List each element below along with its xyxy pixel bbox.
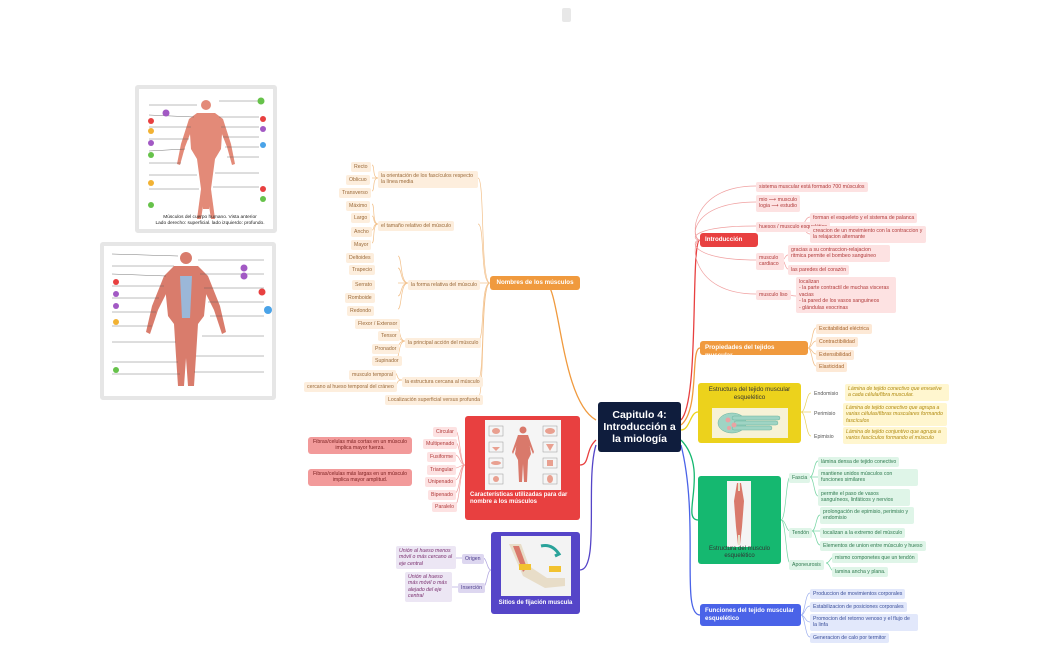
prop-extensibilidad[interactable]: Extensibilidad — [816, 350, 855, 361]
branch-forma[interactable]: la forma relativa del músculo — [408, 280, 481, 291]
fascia-1[interactable]: lámina densa de tejido conectivo — [818, 457, 900, 468]
caracteristicas-title: Características utilizadas para dar nomb… — [470, 492, 568, 506]
muscle-tendon-illustration — [727, 481, 751, 547]
muscle-back-illustration — [111, 252, 272, 386]
intro-movimiento[interactable]: creacion de un movimiento con la contrac… — [810, 226, 926, 243]
label-origen[interactable]: Origen — [462, 554, 484, 565]
leaf-largo[interactable]: Largo — [351, 213, 371, 224]
branch-localizacion[interactable]: Localización superficial versus profunda — [385, 395, 483, 406]
leaf-maximo[interactable]: Máximo — [346, 201, 371, 212]
leaf-romboide[interactable]: Romboide — [345, 293, 375, 304]
intro-esqueleto-palanca[interactable]: forman el esqueleto y el sistema de pala… — [810, 213, 918, 224]
aponeurosis-2[interactable]: lamina ancha y plana. — [832, 567, 889, 578]
branch-tamano[interactable]: el tamaño relativo del músculo — [378, 221, 455, 232]
leaf-pronador[interactable]: Pronador — [372, 344, 400, 355]
intro-musculo-cardiaco[interactable]: musculo cardiaco — [756, 253, 784, 270]
intro-musculo-liso[interactable]: musculo liso — [756, 290, 791, 301]
aponeurosis-1[interactable]: mismo componetes que un tendón — [832, 553, 918, 564]
tendon-1[interactable]: prolongación de epimisio, perimisio y en… — [820, 507, 914, 524]
topic-introduccion[interactable]: Introducción — [700, 233, 758, 247]
leaf-flexor[interactable]: Flexor / Extensor — [355, 319, 401, 330]
sitios-title: Sitios de fijación muscula — [498, 600, 573, 606]
forma-multipenado[interactable]: Multipenado — [423, 439, 458, 450]
prop-excitabilidad[interactable]: Excitabilidad eléctrica — [816, 324, 872, 335]
leaf-redondo[interactable]: Redondo — [347, 306, 375, 317]
tendon-3[interactable]: Elementos de union entre músculo y hueso — [820, 541, 926, 552]
intro-musculo-esqueletico[interactable]: huesos / musculo esquelético — [756, 222, 831, 233]
branch-accion[interactable]: la principal acción del músculo — [405, 338, 482, 349]
forma-circular[interactable]: Circular — [433, 427, 457, 438]
label-insercion[interactable]: Inserción — [458, 583, 486, 594]
leaf-recto[interactable]: Recto — [351, 162, 371, 173]
leaf-mayor[interactable]: Mayor — [351, 240, 372, 251]
leaf-serrato[interactable]: Serrato — [352, 280, 376, 291]
label-aponeurosis[interactable]: Aponeurosis — [789, 560, 824, 571]
intro-bombeo[interactable]: gracias a su contraccion-relajacion ritm… — [788, 245, 890, 262]
forma-triangular[interactable]: Triangular — [427, 465, 457, 476]
intro-etimologia[interactable]: mio ⟶ musculo logia ⟶ estudio — [756, 195, 800, 212]
fiber-bundle-illustration — [712, 408, 788, 438]
topic-funciones[interactable]: Funciones del tejido muscular esquelétic… — [700, 604, 801, 626]
funcion-2[interactable]: Estabilizacion de posiciones corporales — [810, 602, 907, 613]
topic-estructura-musculo[interactable]: Estructura del musculo esquelético — [698, 476, 781, 564]
label-endomisio: Endomisio — [814, 391, 839, 397]
estructura-tejido-title: Estructura del tejido muscular esqueléti… — [708, 386, 791, 401]
leaf-musculo-temporal[interactable]: musculo temporal — [349, 370, 396, 381]
leaf-cercano-hueso[interactable]: cercano al hueso temporal del cráneo — [304, 382, 397, 393]
fascia-3[interactable]: permite el paso de vasos sanguíneos, lin… — [818, 489, 910, 506]
forma-paralelo[interactable]: Paralelo — [432, 502, 458, 513]
top-handle[interactable] — [562, 8, 571, 22]
funcion-3[interactable]: Promocion del retorno venoso y el flujo … — [810, 614, 918, 631]
muscles-posterior-figure — [100, 242, 276, 400]
figure-caption: Músculos del cuerpo humano. Vista anteri… — [155, 215, 265, 226]
note-fibras-cortas[interactable]: Fibras/celulas más cortas en un músculo … — [308, 437, 412, 454]
def-epimisio[interactable]: Lámina de tejido conjuntivo que agrupa a… — [843, 427, 947, 444]
leaf-trapecio[interactable]: Trapecio — [349, 265, 375, 276]
def-origen[interactable]: Unión al hueso menos móvil o más cercano… — [396, 546, 456, 570]
prop-elasticidad[interactable]: Elasticidad — [816, 362, 848, 373]
leaf-tensor[interactable]: Tensor — [378, 331, 400, 342]
central-topic[interactable]: Capitulo 4: Introducción a la miología — [598, 402, 681, 452]
forma-bipenado[interactable]: Bipenado — [428, 490, 456, 501]
muscles-anterior-figure: Músculos del cuerpo humano. Vista anteri… — [135, 85, 277, 233]
label-perimisio: Perimisio — [814, 411, 836, 417]
funcion-1[interactable]: Produccion de movimientos corporales — [810, 589, 906, 600]
leaf-supinador[interactable]: Supinador — [372, 356, 402, 367]
leaf-oblicuo[interactable]: Oblicuo — [346, 175, 370, 186]
forma-fusiforme[interactable]: Fusiforme — [427, 452, 457, 463]
tendon-2[interactable]: localizan a la extremo del músculo — [820, 528, 906, 539]
leaf-transverso[interactable]: Transverso — [339, 188, 371, 199]
muscle-shapes-illustration — [485, 420, 561, 490]
note-fibras-largas[interactable]: Fibras/celulas más largas en un músculo … — [308, 469, 412, 486]
def-insercion[interactable]: Unión al hueso más móvil o más alejado d… — [405, 572, 452, 602]
label-fascia[interactable]: Fascia — [789, 473, 811, 484]
intro-paredes-corazon[interactable]: las paredes del corazón — [788, 265, 850, 276]
label-epimisio: Epimisio — [814, 434, 834, 440]
fascia-2[interactable]: mantiene unidos músculos con funciones s… — [818, 469, 918, 486]
def-perimisio[interactable]: Lámina de tejido conectivo que agrupa a … — [843, 403, 947, 427]
forma-unipenado[interactable]: Unipenado — [425, 477, 457, 488]
leaf-ancho[interactable]: Ancho — [351, 227, 372, 238]
prop-contractibilidad[interactable]: Contractibilidad — [816, 337, 858, 348]
intro-liso-localizacion[interactable]: localizan - la parte contractil de mucha… — [796, 277, 896, 314]
muscle-body-illustration — [148, 97, 266, 219]
branch-estructura[interactable]: la estructura cercana al músculo — [402, 377, 483, 388]
leaf-deltoides[interactable]: Deltoides — [346, 253, 374, 264]
intro-700-musculos[interactable]: sistema muscular está formado 700 múscul… — [756, 182, 868, 193]
arm-fixation-illustration — [501, 536, 571, 596]
branch-orientacion[interactable]: la orientación de los fascículos respect… — [378, 171, 478, 188]
topic-propiedades[interactable]: Propiedades del tejidos muscular — [700, 341, 808, 359]
topic-sitios[interactable]: Sitios de fijación muscula — [491, 532, 580, 614]
def-endomisio[interactable]: Lámina de tejido conectivo que envuelve … — [845, 384, 949, 401]
topic-estructura-tejido[interactable]: Estructura del tejido muscular esqueléti… — [698, 383, 801, 443]
topic-nombres[interactable]: Nombres de los músculos — [490, 276, 580, 290]
estructura-musculo-title: Estructura del musculo esquelético — [708, 546, 771, 559]
funcion-4[interactable]: Generacion de calo por termitor — [810, 633, 889, 644]
label-tendon[interactable]: Tendón — [789, 528, 813, 539]
topic-caracteristicas[interactable]: Características utilizadas para dar nomb… — [465, 416, 580, 520]
